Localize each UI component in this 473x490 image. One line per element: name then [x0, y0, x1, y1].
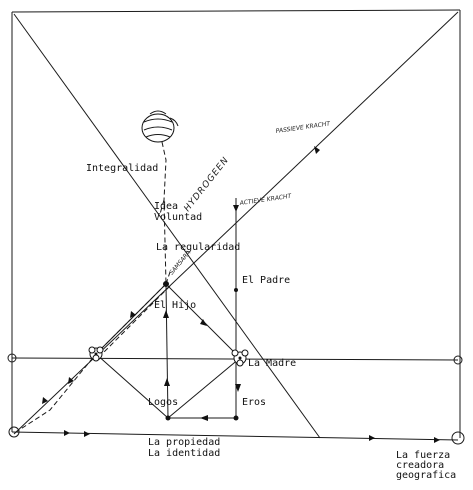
label-el-hijo: El Hijo: [154, 300, 196, 311]
madre-down-arrow: [235, 384, 241, 392]
base-arrow-2: [84, 431, 90, 437]
dashed-arrow-3: [42, 397, 48, 404]
flower-icon-right: [231, 349, 249, 367]
label-logos: Logos: [148, 397, 178, 408]
base-arrow-4: [434, 437, 440, 443]
diagonal-left-to-right: [13, 13, 321, 439]
label-regularidad: La regularidad: [156, 242, 240, 253]
dashed-arrow-2: [68, 377, 74, 384]
node-logos: [165, 415, 171, 421]
hydrogeen-dashed-path: [15, 141, 171, 433]
label-eros: Eros: [242, 397, 266, 408]
label-voluntad: Voluntad: [154, 212, 202, 223]
flower-icon-left: [88, 346, 104, 362]
label-fuerza-3: geografica: [396, 470, 456, 481]
base-arrow-1: [64, 430, 70, 436]
base-axis-line: [11, 431, 459, 441]
hijo-up-arrow: [163, 310, 169, 318]
node-left-mid: [7, 353, 17, 363]
base-arrow-3: [369, 435, 375, 441]
label-samsara: SAMSARA: [168, 249, 192, 276]
label-idea: Idea: [154, 201, 178, 212]
actieve-arrow: [233, 205, 239, 212]
node-left-base: [8, 426, 20, 438]
node-right-base: [451, 431, 465, 445]
seed-sketch-icon: [141, 110, 179, 143]
dashed-arrow-1: [130, 311, 136, 318]
label-integralidad: Integralidad: [86, 163, 158, 174]
node-padre-mid: [234, 288, 238, 292]
node-eros: [233, 415, 239, 421]
label-el-padre: El Padre: [242, 275, 290, 286]
label-fuerza-2: creadora: [396, 460, 444, 471]
label-hydrogeen: HYDROGEEN: [182, 155, 231, 214]
logos-up-arrow: [164, 378, 170, 386]
label-identidad: La identidad: [148, 448, 220, 459]
label-passieve-kracht: PASSIEVE KRACHT: [275, 120, 332, 135]
eros-left-arrow: [200, 415, 208, 421]
label-la-madre: La Madre: [248, 358, 296, 369]
node-right-mid: [453, 355, 463, 365]
label-propiedad: La propiedad: [148, 437, 220, 448]
label-fuerza-1: La fuerza: [396, 450, 450, 461]
hijo-madre-arrow: [200, 319, 207, 326]
node-regularidad: [163, 281, 169, 287]
passieve-arrow: [314, 146, 320, 154]
